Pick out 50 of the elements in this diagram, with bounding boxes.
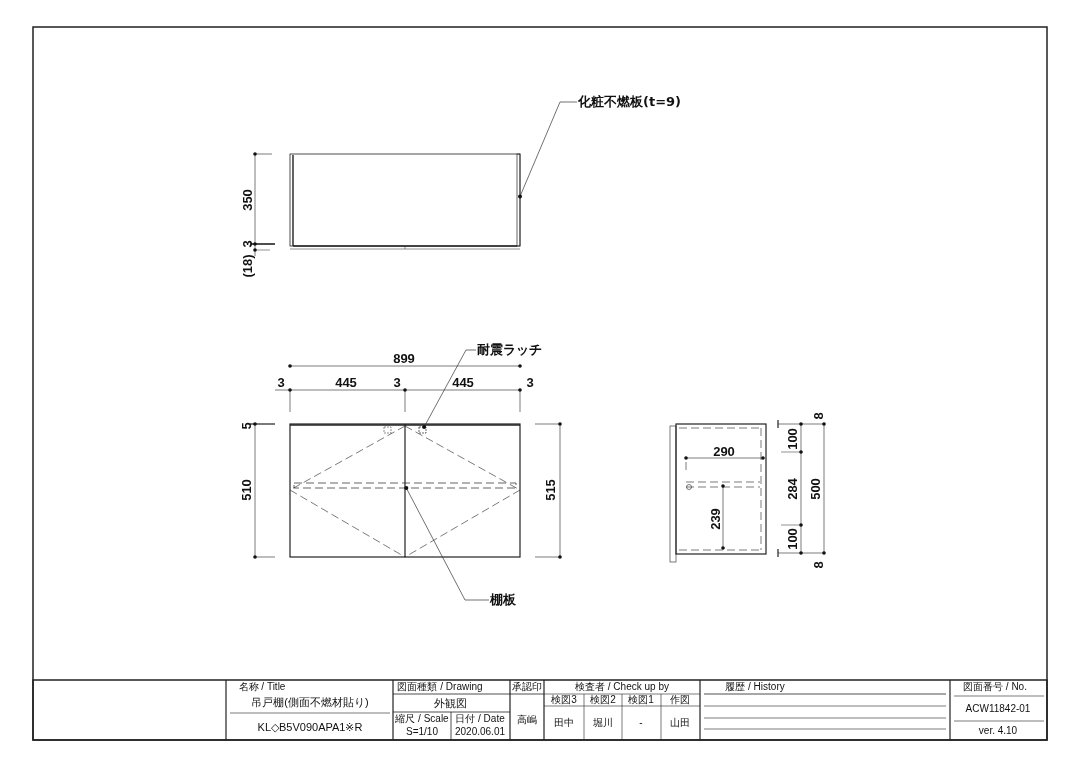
- signature-name: 山田: [670, 718, 690, 728]
- field-label: 縮尺 / Scale: [395, 714, 449, 724]
- dimension-text: 3: [240, 240, 254, 248]
- dimension-text: 8: [811, 561, 825, 569]
- field-label: 日付 / Date: [455, 714, 505, 724]
- dimension-text: 510: [239, 479, 253, 501]
- dimension-text: 100: [785, 428, 799, 450]
- dimension-text: 350: [240, 189, 254, 211]
- shelf: [293, 482, 517, 489]
- callout-text: 耐震ラッチ: [477, 343, 542, 356]
- signature-name: 堀川: [593, 718, 613, 728]
- dimension-text: 899: [393, 351, 415, 365]
- dimension-text: 3: [393, 375, 401, 389]
- field-label: 図面種類 / Drawing: [397, 682, 483, 692]
- version-text: ver. 4.10: [978, 726, 1018, 736]
- field-label: 作図: [670, 695, 690, 705]
- dimension-text: 290: [713, 444, 735, 458]
- field-label: 図面番号 / No.: [963, 682, 1027, 692]
- field-label: 名称 / Title: [238, 682, 286, 692]
- dimension-text: 3: [277, 375, 285, 389]
- latch: [418, 426, 427, 434]
- dimension-text: (18): [240, 254, 254, 278]
- dimension-text: 8: [811, 412, 825, 420]
- field-label: 検図3: [551, 695, 577, 705]
- callout-text: 化粧不燃板(t=9): [578, 95, 682, 108]
- field-label: 検図1: [628, 695, 654, 705]
- drawing-type: 外観図: [433, 697, 467, 709]
- dimension-text: 515: [543, 479, 557, 501]
- dimension-text: 284: [785, 478, 799, 500]
- title-text: 吊戸棚(側面不燃材貼り): [251, 696, 369, 708]
- field-label: 履歴 / History: [725, 682, 785, 692]
- signature-name: 田中: [554, 718, 574, 728]
- dimension-text: 445: [335, 375, 357, 389]
- drawing-number: ACW11842-01: [965, 704, 1031, 714]
- signature-name: -: [639, 718, 643, 728]
- dimension-text: 500: [808, 478, 822, 500]
- callout-text: 棚板: [490, 593, 516, 606]
- signature-name: 高嶋: [517, 715, 537, 725]
- field-label: 検査者 / Check up by: [575, 682, 669, 692]
- dimension-text: 100: [785, 528, 799, 550]
- dimension-text: 445: [452, 375, 474, 389]
- field-label: 承認印: [512, 682, 542, 692]
- model-number: KL◇B5V090APA1※R: [257, 721, 363, 733]
- field-label: 検図2: [590, 695, 616, 705]
- dimension-text: 3: [526, 375, 534, 389]
- scale-value: S=1/10: [406, 727, 438, 737]
- dimension-text: 239: [708, 508, 722, 530]
- side-panel: [516, 153, 521, 247]
- dimension-text: 5: [239, 422, 253, 430]
- date-value: 2020.06.01: [454, 727, 506, 737]
